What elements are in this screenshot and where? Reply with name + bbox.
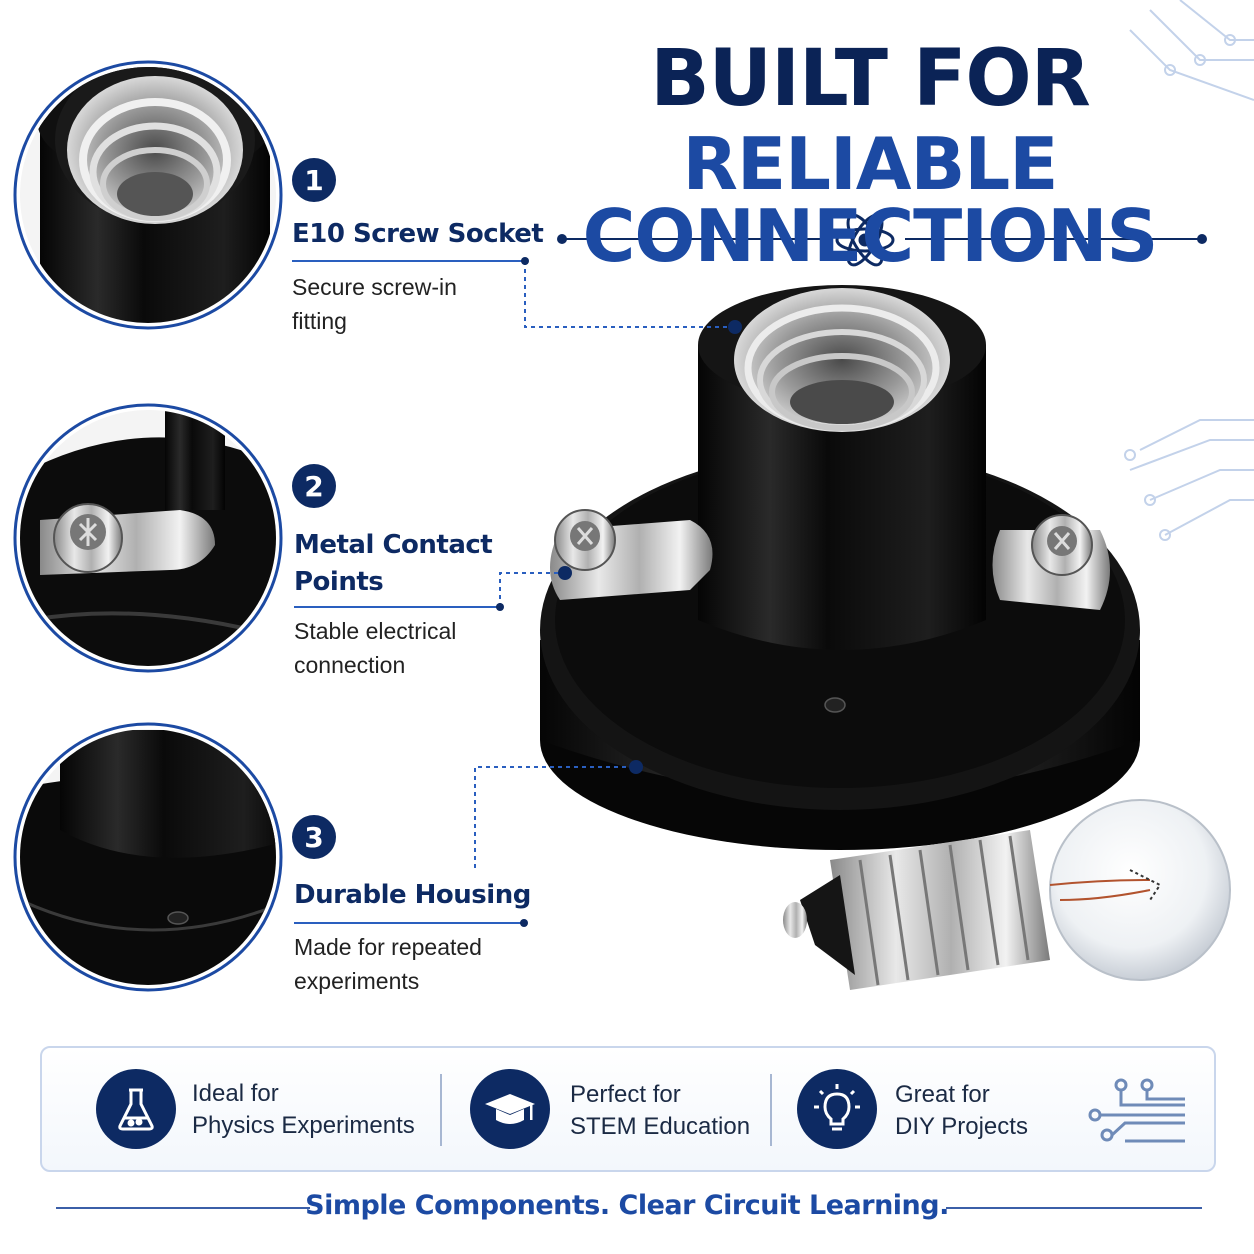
feature-1-title: E10 Screw Socket	[292, 219, 544, 249]
feature-2-title-line-2: Points	[294, 567, 384, 597]
circuit-decoration-right	[1124, 419, 1254, 541]
feature-2-badge: 2	[292, 464, 336, 508]
feature-3-badge: 3	[292, 815, 336, 859]
title-line-2: RELIABLE CONNECTIONS	[582, 122, 1159, 278]
tagline-rule-right	[946, 1207, 1202, 1209]
e10-bulb	[783, 799, 1231, 990]
title-divider	[557, 234, 1207, 244]
use-3-line-1: Great for	[895, 1081, 990, 1108]
feature-2-desc-line-2: connection	[294, 652, 406, 678]
circuit-icon	[1088, 1078, 1185, 1143]
title-line-1: BUILT FOR	[650, 34, 1091, 124]
panel-divider-1	[440, 1074, 442, 1146]
callout-dots	[496, 257, 742, 927]
uses-panel	[40, 1046, 1216, 1172]
use-1-line-2: Physics Experiments	[192, 1112, 415, 1139]
feature-3-desc-line-2: experiments	[294, 968, 420, 994]
use-3-line-2: DIY Projects	[895, 1113, 1028, 1140]
use-2-line-2: STEM Education	[570, 1113, 751, 1140]
graduation-cap-icon	[470, 1069, 550, 1149]
use-1-line-1: Ideal for	[192, 1080, 279, 1107]
flask-icon	[96, 1069, 176, 1149]
zoom-circle-contacts	[13, 403, 283, 673]
lamp-holder-product	[540, 285, 1140, 850]
feature-2-desc-line-1: Stable electrical	[294, 618, 457, 644]
feature-1-badge: 1	[292, 158, 336, 202]
panel-divider-2	[770, 1074, 772, 1146]
callout-connectors	[292, 260, 735, 924]
lightbulb-icon	[797, 1069, 877, 1149]
circuit-decoration-top	[1129, 0, 1254, 101]
feature-1-desc-line-2: fitting	[292, 308, 347, 334]
tagline: Simple Components. Clear Circuit Learnin…	[305, 1190, 949, 1221]
zoom-circle-housing	[13, 722, 283, 992]
feature-1-desc-line-1: Secure screw-in	[292, 274, 457, 300]
tagline-rule-left	[56, 1207, 310, 1209]
feature-3-title: Durable Housing	[294, 880, 531, 910]
use-2-line-1: Perfect for	[570, 1081, 681, 1108]
feature-2-title-line-1: Metal Contact	[294, 530, 493, 560]
feature-3-desc-line-1: Made for repeated	[294, 934, 482, 960]
zoom-circle-socket	[13, 60, 283, 330]
atom-icon	[835, 213, 895, 267]
